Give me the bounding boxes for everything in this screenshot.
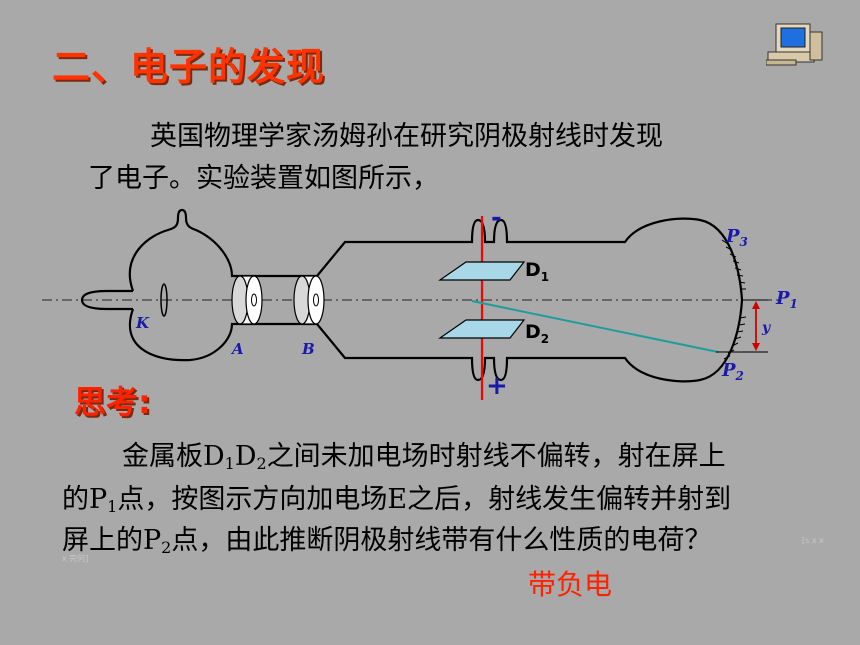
- faint-mark-right: [s x x: [802, 536, 824, 545]
- screen-scale: [721, 239, 747, 360]
- question-line-2: 的P1点，按图示方向加电场E之后，射线发生偏转并射到: [62, 484, 732, 516]
- answer-text: 带负电: [528, 568, 613, 601]
- cathode-ray-tube-diagram: K A B D1 D2 - + P3 P1 P2 y: [42, 203, 798, 400]
- label-d1: D1: [525, 259, 549, 284]
- plate-d1: [438, 261, 526, 281]
- label-p2: P2: [721, 360, 744, 383]
- intro-line-2: 了电子。实验装置如图所示，: [88, 163, 439, 194]
- think-heading: 思考:: [74, 383, 151, 421]
- label-p3: P3: [725, 226, 748, 249]
- label-y: y: [761, 320, 771, 336]
- label-p1: P1: [775, 288, 798, 311]
- intro-line-1: 英国物理学家汤姆孙在研究阴极射线时发现: [150, 121, 663, 152]
- electrode-b: [293, 275, 325, 325]
- y-arrow-head-up: [752, 301, 760, 309]
- computer-icon[interactable]: [766, 22, 828, 66]
- faint-mark-left: x 完何]: [62, 554, 89, 563]
- tube-outline: [80, 208, 744, 383]
- label-plus: +: [486, 371, 508, 400]
- label-b: B: [301, 340, 315, 358]
- electrode-a: [231, 275, 263, 325]
- label-k: K: [135, 314, 150, 332]
- plate-d2: [438, 319, 526, 339]
- deflected-beam: [471, 300, 719, 353]
- label-a: A: [230, 340, 244, 358]
- question-line-3: 屏上的P2点，由此推断阴极射线带有什么性质的电荷？: [62, 525, 712, 557]
- cathode-k: [160, 283, 168, 317]
- label-minus: -: [491, 203, 502, 233]
- y-arrow-head-down: [752, 343, 760, 351]
- question-line-1: 金属板D1D2之间未加电场时射线不偏转，射在屏上: [122, 441, 726, 473]
- page-title: 二、电子的发现: [52, 45, 326, 89]
- label-d2: D2: [525, 321, 549, 346]
